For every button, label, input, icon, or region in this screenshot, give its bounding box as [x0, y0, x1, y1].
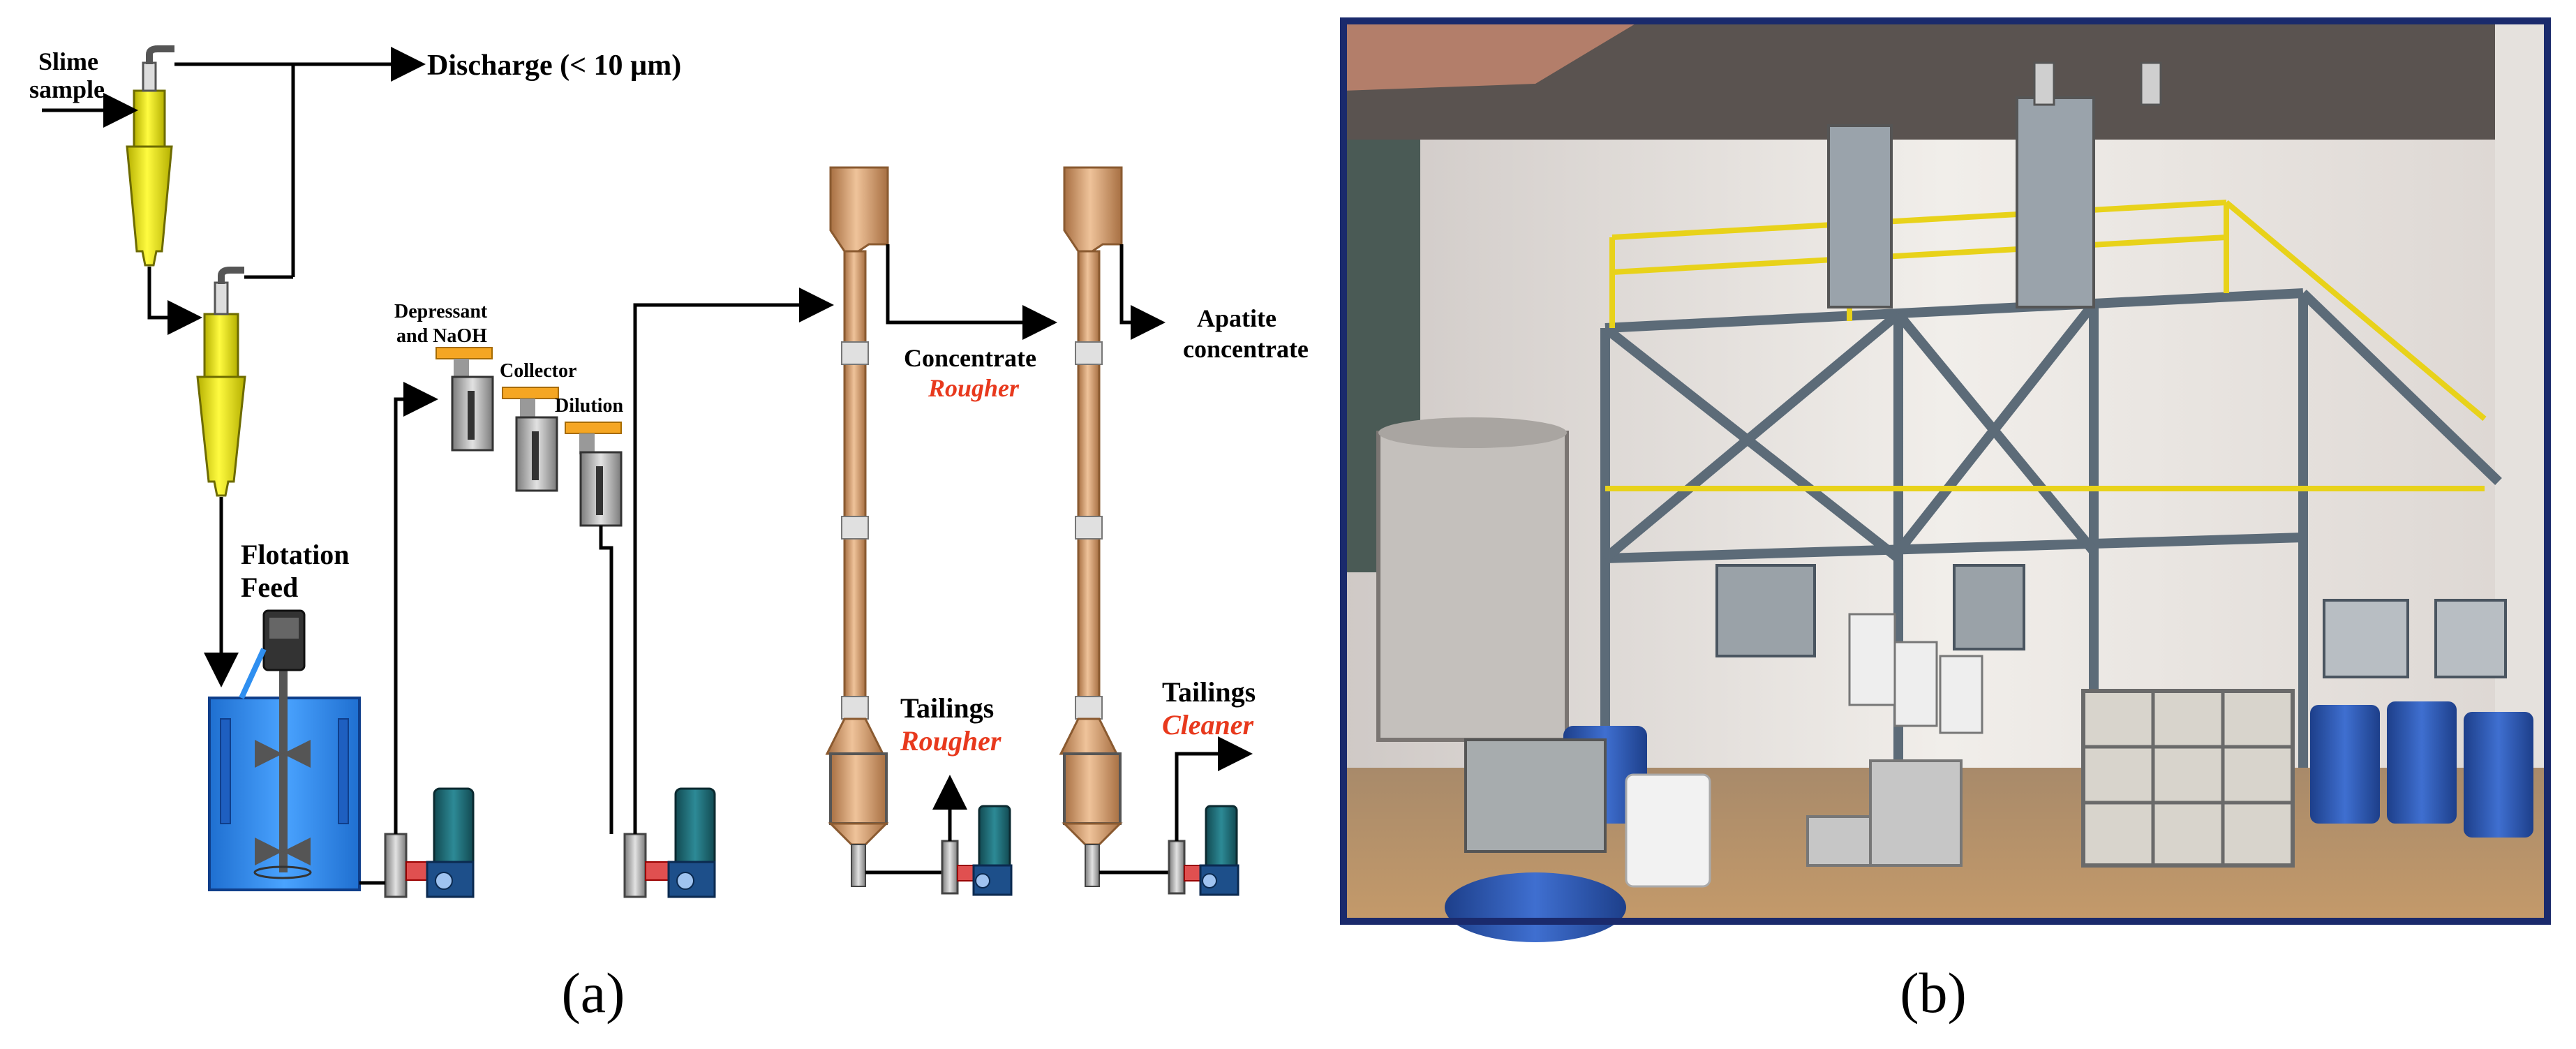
depressant-label: Depressant	[394, 301, 488, 322]
conditioner-3	[565, 422, 623, 527]
discharge-label: Discharge (< 10 µm)	[427, 50, 681, 82]
collector-label: Collector	[500, 360, 576, 382]
flotation-feed-label: Flotation	[241, 539, 350, 570]
flotation-column-cleaner	[1059, 166, 1123, 887]
cleaner-tailings-label: Cleaner	[1162, 709, 1254, 741]
slime-sample-label-2: sample	[29, 75, 105, 103]
concentrate-label: Concentrate	[904, 344, 1036, 372]
caption-b: (b)	[1900, 961, 1967, 1025]
conditioner-1	[435, 347, 494, 452]
caption-a: (a)	[561, 961, 625, 1025]
dilution-label: Dilution	[555, 395, 623, 417]
pilot-plant-photo	[1340, 17, 2551, 942]
flowsheet-diagram: Slime sample Discharge (< 10 µm) Flotati…	[29, 45, 1309, 898]
hydrocyclone-2	[196, 267, 246, 497]
rougher-tailings-label: Rougher	[900, 725, 1002, 757]
flotation-column-rougher	[825, 166, 889, 887]
rougher-concentrate-label: Rougher	[928, 374, 1020, 402]
pump-1	[384, 787, 475, 898]
pump-2	[623, 787, 716, 898]
conditioning-tank	[208, 609, 361, 891]
depressant-label-2: and NaOH	[396, 325, 487, 347]
tailings-cleaner-label: Tailings	[1162, 676, 1256, 708]
apatite-concentrate-label-2: concentrate	[1183, 335, 1309, 363]
tailings-rougher-label: Tailings	[900, 692, 994, 724]
slime-sample-label: Slime	[38, 47, 98, 75]
hydrocyclone-1	[126, 45, 174, 267]
apatite-concentrate-label: Apatite	[1197, 304, 1276, 332]
pump-3	[941, 805, 1013, 896]
flotation-feed-label-2: Feed	[241, 572, 298, 603]
pump-4	[1168, 805, 1239, 896]
conditioner-2	[502, 387, 559, 492]
